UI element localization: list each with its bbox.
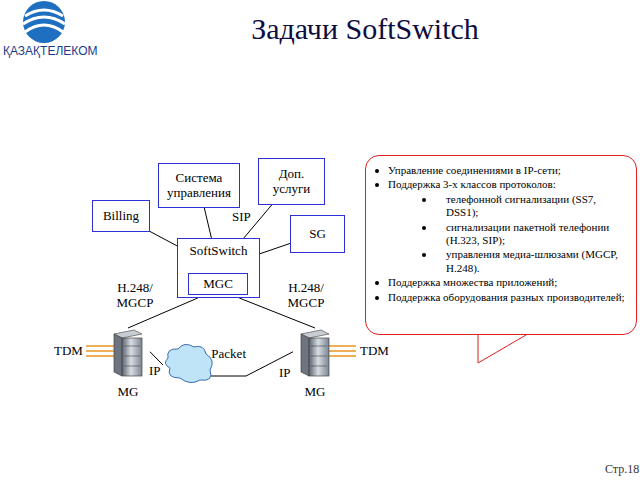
service-box: Доп. услуги xyxy=(258,158,325,205)
logo-globe xyxy=(23,1,65,43)
packet-cloud xyxy=(165,344,246,382)
gateway-box: SG xyxy=(290,215,345,253)
node-text: MG xyxy=(106,384,150,400)
port-label: TDM xyxy=(359,344,390,359)
node-text: Поддержка множества приложений; xyxy=(366,276,628,289)
port-label: TDM xyxy=(53,344,84,359)
node-text: сигнализации пакетной телефонии (H.323, … xyxy=(366,221,628,248)
server-symbol xyxy=(114,330,142,376)
edge-label: H.248/ MGCP xyxy=(112,281,158,311)
softswitch-box: MGC SoftSwitch xyxy=(177,238,260,298)
node-text: управления медиа-шлюзами (MGCP, H.248). xyxy=(366,248,628,275)
bullet-dot xyxy=(375,281,379,285)
node-text: Billing xyxy=(103,209,139,224)
node-text: телефонной сигнализации (SS7, DSS1); xyxy=(366,193,628,220)
server-symbol xyxy=(301,330,329,376)
billing-box: Billing xyxy=(92,200,150,232)
media-gateway: MG xyxy=(106,328,150,400)
node-text: Управление соединениями в IP-сети; xyxy=(366,164,628,177)
bullet-dot xyxy=(422,226,426,230)
edge-label: IP xyxy=(278,366,292,381)
media-gateway: MG xyxy=(293,328,337,400)
controller-box: MGC xyxy=(188,273,248,295)
node-text: Поддержка 3-х классов протоколов: xyxy=(366,178,628,191)
connector-line xyxy=(204,208,211,238)
node-text: Доп. услуги xyxy=(262,167,321,197)
bullet-dot xyxy=(375,183,379,187)
edge-label: SIP xyxy=(231,210,252,225)
node-text: MGC xyxy=(203,277,233,292)
bullet-dot xyxy=(422,253,426,257)
slide-title: Задачи SoftSwitch xyxy=(200,12,530,46)
edge-label: H.248/ MGCP xyxy=(283,281,329,311)
edge-label: IP xyxy=(148,364,162,379)
connector-line xyxy=(150,231,177,245)
node-text: Поддержка оборудования разных производит… xyxy=(366,291,628,304)
node-text: SG xyxy=(309,227,326,242)
callout-box: Управление соединениями в IP-сети;Поддер… xyxy=(365,155,637,335)
page-number: Стр.18 xyxy=(604,463,640,477)
bullet-dot xyxy=(375,296,379,300)
bullet-dot xyxy=(375,169,379,173)
node-text: SoftSwitch xyxy=(178,243,259,259)
node-text: Packet xyxy=(211,346,246,362)
packet-network: Packet xyxy=(163,342,246,384)
node-text: MG xyxy=(293,384,337,400)
connector-line xyxy=(260,243,290,253)
bullet-dot xyxy=(422,198,426,202)
node-text: Система управления xyxy=(162,171,236,201)
company-logo-text: ҚАЗАҚТЕЛЕКОМ xyxy=(2,45,99,59)
system-box: Система управления xyxy=(158,163,240,208)
